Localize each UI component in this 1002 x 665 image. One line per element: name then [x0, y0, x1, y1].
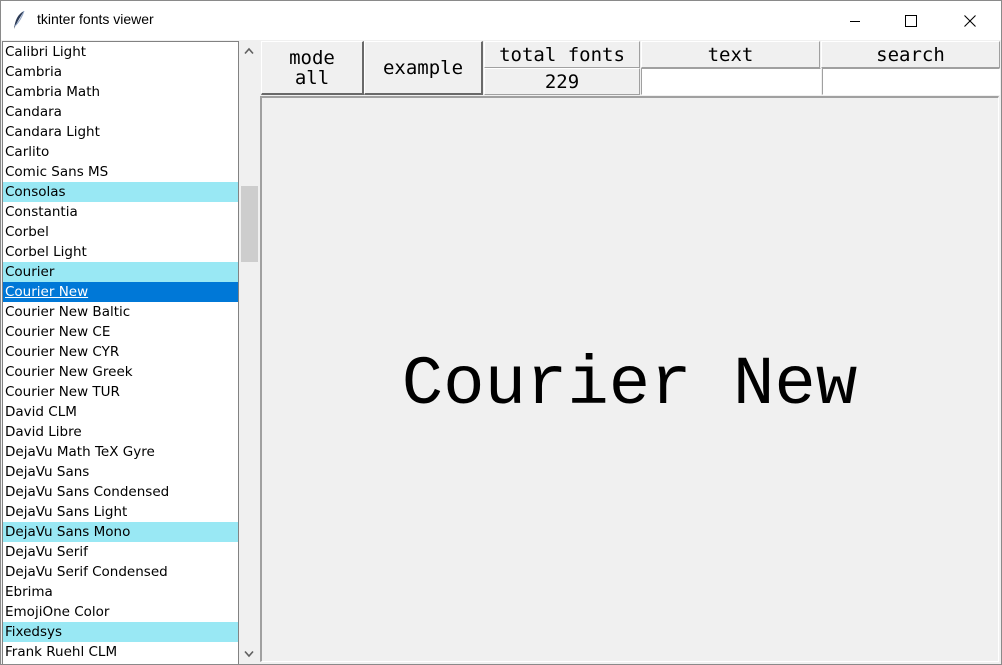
text-input[interactable]: [641, 68, 821, 95]
font-list-item[interactable]: Candara: [5, 104, 62, 120]
font-list-item[interactable]: Courier New: [3, 282, 238, 302]
font-list-item[interactable]: Cambria: [5, 64, 62, 80]
font-list-item[interactable]: Fixedsys: [3, 622, 238, 642]
total-fonts-count: 229: [484, 68, 640, 95]
close-icon: [964, 14, 976, 27]
font-list-item[interactable]: DejaVu Sans Light: [5, 504, 128, 520]
font-list-item[interactable]: Courier New Baltic: [5, 304, 131, 320]
font-preview-text: Courier New: [401, 346, 858, 424]
font-list-item[interactable]: Courier New TUR: [5, 384, 120, 400]
scroll-up-button[interactable]: [239, 41, 259, 61]
total-fonts-header: total fonts: [484, 41, 640, 68]
chevron-down-icon: [244, 650, 254, 658]
font-list-item[interactable]: DejaVu Sans Condensed: [5, 484, 170, 500]
font-list-item[interactable]: Calibri Light: [5, 44, 87, 60]
example-label: example: [382, 56, 464, 79]
search-header: search: [821, 41, 1000, 68]
font-list-scrollbar[interactable]: [239, 41, 259, 664]
mode-button[interactable]: mode all: [261, 41, 364, 95]
font-list-item[interactable]: Candara Light: [5, 124, 100, 140]
font-list-item[interactable]: Ebrima: [5, 584, 53, 600]
font-list-item[interactable]: DejaVu Serif: [5, 544, 88, 560]
maximize-icon: [905, 14, 917, 27]
font-list-item[interactable]: Corbel: [5, 224, 49, 240]
font-list-item[interactable]: David Libre: [5, 424, 82, 440]
font-list-item[interactable]: Consolas: [3, 182, 238, 202]
font-list-item[interactable]: DejaVu Serif Condensed: [5, 564, 168, 580]
maximize-button[interactable]: [888, 1, 934, 40]
font-list-item[interactable]: Corbel Light: [5, 244, 87, 260]
font-list-item[interactable]: DejaVu Math TeX Gyre: [5, 444, 155, 460]
font-list-item[interactable]: Comic Sans MS: [5, 164, 109, 180]
example-button[interactable]: example: [364, 41, 483, 95]
font-list-item[interactable]: Courier New CYR: [5, 344, 120, 360]
search-input[interactable]: [822, 68, 1000, 95]
scroll-down-button[interactable]: [239, 644, 259, 664]
close-button[interactable]: [947, 1, 993, 40]
font-list-item[interactable]: Frank Ruehl CLM: [5, 644, 118, 660]
mode-value: all: [294, 66, 330, 89]
mode-label: mode: [289, 46, 335, 69]
font-list-item[interactable]: DejaVu Sans: [5, 464, 90, 480]
font-list-item[interactable]: Carlito: [5, 144, 50, 160]
feather-icon: [14, 10, 25, 29]
text-header: text: [641, 41, 820, 68]
font-preview-area: Courier New: [260, 96, 999, 662]
chevron-up-icon: [244, 47, 254, 55]
font-list-item[interactable]: Courier New CE: [5, 324, 111, 340]
font-list-item[interactable]: Constantia: [5, 204, 78, 220]
scroll-thumb[interactable]: [241, 186, 258, 262]
title-bar[interactable]: tkinter fonts viewer: [1, 1, 1001, 40]
minimize-icon: [850, 20, 860, 22]
font-list-item[interactable]: DejaVu Sans Mono: [3, 522, 238, 542]
font-list-item[interactable]: David CLM: [5, 404, 77, 420]
font-list-item[interactable]: Cambria Math: [5, 84, 101, 100]
font-list-item[interactable]: EmojiOne Color: [5, 604, 110, 620]
font-list-item[interactable]: Courier: [3, 262, 238, 282]
window-title: tkinter fonts viewer: [37, 11, 154, 27]
minimize-button[interactable]: [832, 1, 878, 40]
font-list-item[interactable]: Courier New Greek: [5, 364, 133, 380]
